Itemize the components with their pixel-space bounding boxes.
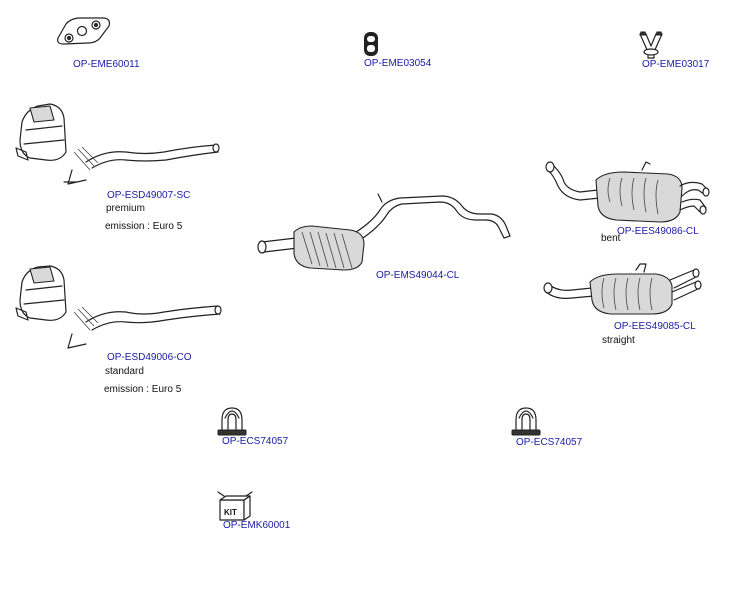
part-link-esd49007[interactable]: OP-ESD49007-SC	[107, 190, 191, 201]
part-link-ees49086[interactable]: OP-EES49086-CL	[617, 226, 699, 237]
part-link-eme03054[interactable]: OP-EME03054	[364, 58, 432, 69]
pipe-clamp-icon[interactable]	[217, 407, 247, 436]
part-link-ecs74057-left[interactable]: OP-ECS74057	[222, 436, 289, 447]
ees49086-shape: bent	[601, 233, 621, 244]
part-link-eme60011[interactable]: OP-EME60011	[73, 59, 140, 70]
catalytic-converter-standard-drawing[interactable]	[15, 265, 222, 349]
part-link-eme03017[interactable]: OP-EME03017	[642, 59, 710, 70]
part-link-ees49085[interactable]: OP-EES49085-CL	[614, 321, 696, 332]
ees49085-shape: straight	[602, 335, 635, 346]
rear-silencer-bent-drawing[interactable]	[545, 161, 710, 223]
middle-silencer-drawing[interactable]	[257, 193, 511, 271]
pipe-clamp-icon[interactable]	[511, 407, 541, 436]
kit-box-label: KIT	[224, 508, 237, 517]
esd49006-emission: emission : Euro 5	[104, 384, 182, 395]
rear-silencer-straight-drawing[interactable]	[543, 263, 702, 315]
part-link-ems49044[interactable]: OP-EMS49044-CL	[376, 270, 460, 281]
esd49007-emission: emission : Euro 5	[105, 221, 183, 232]
esd49006-grade: standard	[105, 366, 144, 377]
hanger-plate-icon[interactable]	[57, 17, 111, 45]
part-link-ecs74057-right[interactable]: OP-ECS74057	[516, 437, 583, 448]
y-hanger-icon[interactable]	[639, 31, 663, 59]
part-link-emk60001[interactable]: OP-EMK60001	[223, 520, 291, 531]
rubber-mount-icon[interactable]	[364, 32, 378, 56]
esd49007-grade: premium	[106, 203, 145, 214]
catalytic-converter-premium-drawing[interactable]	[15, 103, 220, 185]
fitting-kit-box-icon[interactable]: KIT	[217, 491, 253, 521]
part-link-esd49006[interactable]: OP-ESD49006-CO	[107, 352, 192, 363]
